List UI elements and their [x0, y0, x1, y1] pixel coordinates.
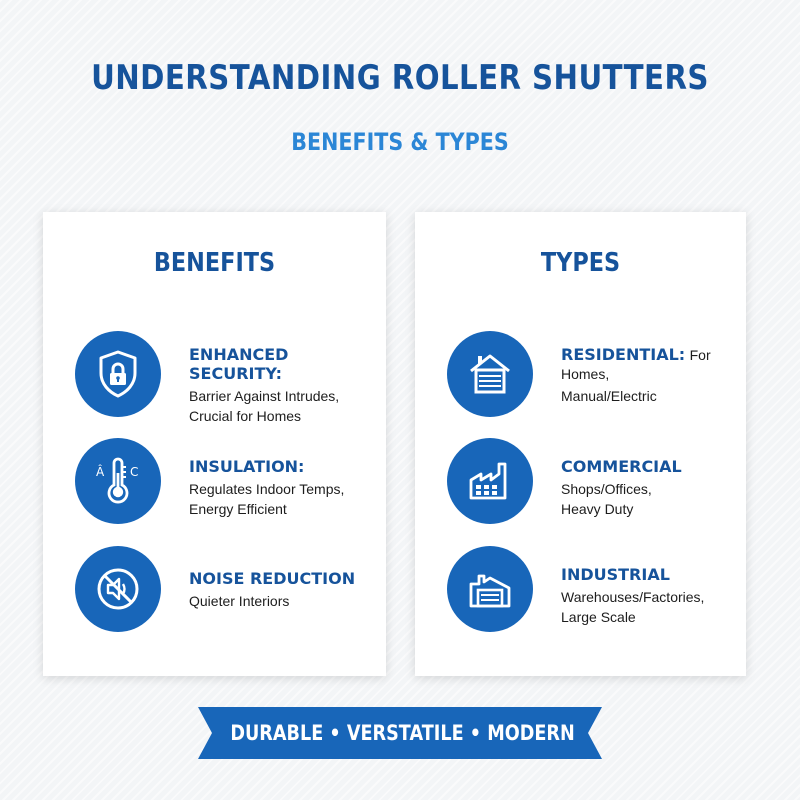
- type-item-industrial: INDUSTRIAL Warehouses/Factories, Large S…: [447, 546, 747, 632]
- type-desc-line: Warehouses/Factories,: [561, 589, 705, 605]
- benefit-desc-line: Regulates Indoor Temps,: [189, 481, 345, 497]
- page-subtitle: BENEFITS & TYPES: [291, 128, 509, 156]
- benefit-desc-line: Barrier Against Intrudes,: [189, 388, 340, 404]
- benefit-desc-line: Quieter Interiors: [189, 593, 290, 609]
- type-item-residential: RESIDENTIAL: For Homes, Manual/Electric: [447, 331, 747, 417]
- benefit-title: NOISE REDUCTION: [189, 569, 356, 588]
- type-desc-line: Manual/Electric: [561, 388, 657, 404]
- benefit-title: ENHANCED SECURITY:: [189, 345, 289, 383]
- benefits-heading: BENEFITS: [153, 248, 276, 278]
- benefit-desc-line: Crucial for Homes: [189, 408, 302, 424]
- benefit-item-insulation: Â C INSULATION: Regulates Indoor Temps, …: [75, 438, 375, 524]
- type-title: RESIDENTIAL:: [561, 345, 686, 364]
- tagline-ribbon: DURABLE • VERSTATILE • MODERN: [198, 707, 602, 759]
- warehouse-icon: [447, 546, 533, 632]
- type-item-commercial: COMMERCIAL Shops/Offices, Heavy Duty: [447, 438, 747, 524]
- thermometer-icon: Â C: [75, 438, 161, 524]
- type-inline-desc: For Homes,: [561, 347, 711, 382]
- tagline-text: DURABLE • VERSTATILE • MODERN: [230, 721, 575, 745]
- house-garage-icon: [447, 331, 533, 417]
- benefit-desc-line: Energy Efficient: [189, 501, 287, 517]
- types-heading: TYPES: [540, 248, 621, 278]
- type-title: INDUSTRIAL: [561, 565, 670, 584]
- type-title: COMMERCIAL: [561, 457, 682, 476]
- benefit-item-noise: NOISE REDUCTION Quieter Interiors: [75, 546, 375, 632]
- type-desc-line: Heavy Duty: [561, 501, 634, 517]
- factory-icon: [447, 438, 533, 524]
- thermometer-label-right: C: [130, 465, 138, 479]
- type-desc-line: Large Scale: [561, 609, 636, 625]
- type-desc-line: Shops/Offices,: [561, 481, 652, 497]
- benefit-title: INSULATION:: [189, 457, 305, 476]
- benefits-card: BENEFITS ENHANCED SECURITY: Barrier Agai…: [43, 212, 386, 676]
- thermometer-label-left: Â: [96, 464, 105, 479]
- no-sound-icon: [75, 546, 161, 632]
- page-title: UNDERSTANDING ROLLER SHUTTERS: [91, 58, 709, 98]
- types-card: TYPES RESIDENTIAL: For Homes, Manual/Ele…: [415, 212, 746, 676]
- shield-lock-icon: [75, 331, 161, 417]
- benefit-item-security: ENHANCED SECURITY: Barrier Against Intru…: [75, 331, 375, 424]
